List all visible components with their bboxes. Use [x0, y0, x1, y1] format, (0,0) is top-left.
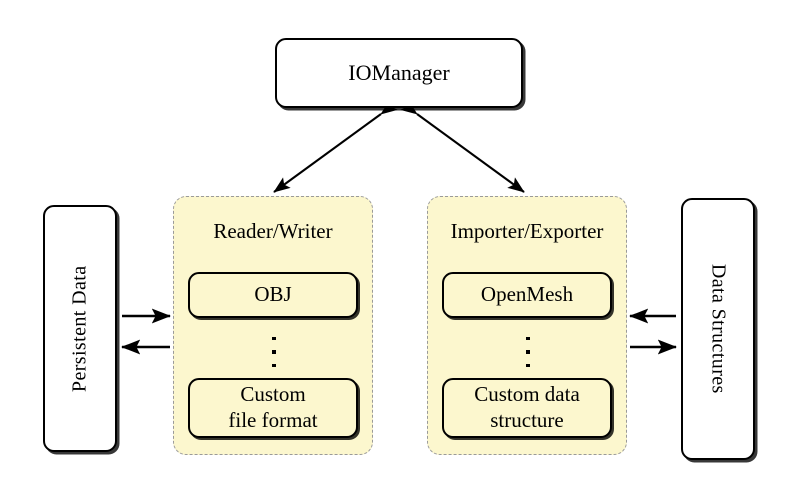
node-persistent-data-label: Persistent Data	[68, 265, 91, 392]
node-iomanager[interactable]: IOManager	[275, 38, 523, 108]
item-obj[interactable]: OBJ	[188, 272, 358, 318]
ellipsis-reader-writer	[266, 337, 282, 367]
panel-importer-exporter: Importer/Exporter OpenMesh Custom data s…	[427, 196, 627, 455]
arrow-manager-importer-exporter	[400, 99, 525, 193]
node-data-structures[interactable]: Data Structures	[681, 198, 755, 460]
item-custom-data-structure-label: Custom data structure	[474, 382, 580, 432]
item-openmesh[interactable]: OpenMesh	[442, 272, 612, 318]
item-openmesh-label: OpenMesh	[480, 282, 574, 307]
item-custom-file-format[interactable]: Custom file format	[188, 378, 358, 438]
node-persistent-data[interactable]: Persistent Data	[43, 205, 117, 452]
panel-importer-exporter-title: Importer/Exporter	[450, 219, 604, 243]
arrow-manager-reader-writer	[273, 99, 398, 193]
item-custom-data-structure[interactable]: Custom data structure	[442, 378, 612, 438]
panel-reader-writer-title: Reader/Writer	[213, 219, 333, 243]
node-iomanager-label: IOManager	[348, 60, 450, 86]
item-obj-label: OBJ	[254, 282, 292, 307]
panel-reader-writer: Reader/Writer OBJ Custom file format	[173, 196, 373, 455]
node-data-structures-label: Data Structures	[707, 264, 730, 394]
ellipsis-importer-exporter	[520, 337, 536, 367]
item-custom-file-format-label: Custom file format	[228, 382, 318, 432]
